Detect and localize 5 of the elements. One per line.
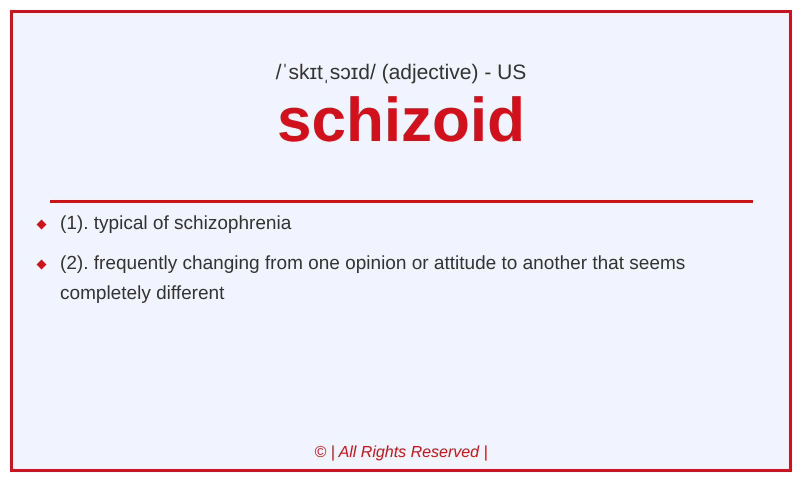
copyright-footer: © | All Rights Reserved | (13, 444, 789, 462)
pronunciation-text: /ˈskɪtˌsɔɪd/ (adjective) - US (274, 61, 528, 85)
definition-text: (1). typical of schizophrenia (60, 212, 292, 236)
headword-title: schizoid (276, 87, 526, 156)
definition-text: (2). frequently changing from one opinion or attitude to another that seems completely different (60, 252, 686, 306)
